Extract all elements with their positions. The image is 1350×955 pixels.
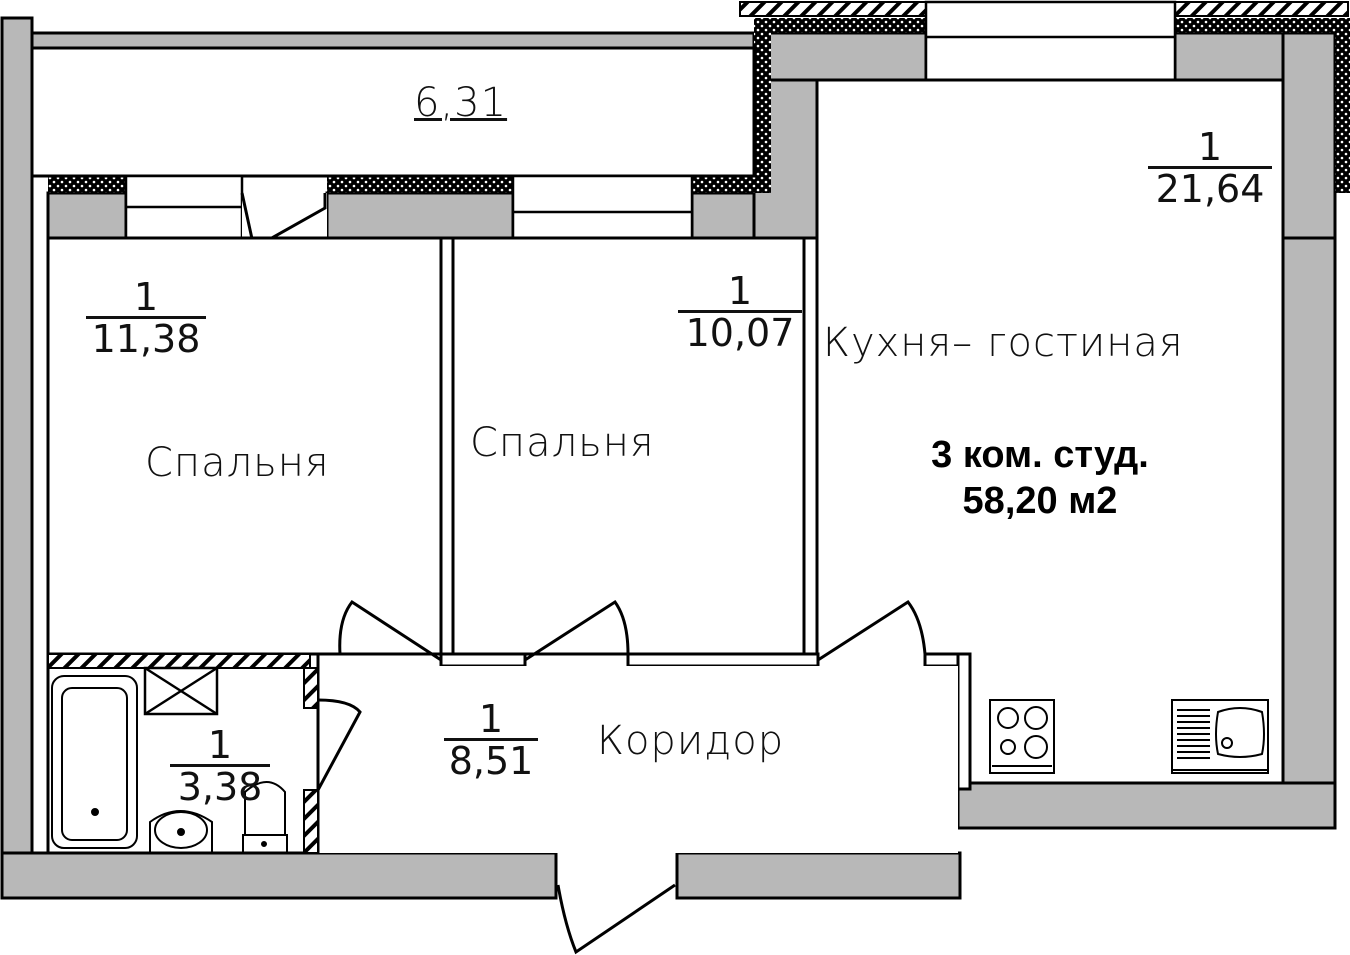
- kitchen-area: 21,64: [1148, 166, 1272, 209]
- corridor-area-label: 1 8,51: [444, 700, 538, 781]
- bathroom-area: 3,38: [170, 764, 270, 807]
- sink-icon: [1171, 699, 1269, 774]
- bedroom1-name: Спальня: [145, 440, 330, 486]
- apartment-total-area: 58,20 м2: [962, 480, 1118, 522]
- corridor-count: 1: [478, 697, 504, 741]
- bathroom-count: 1: [207, 723, 233, 767]
- bedroom2-area-label: 1 10,07: [678, 272, 802, 353]
- kitchen-area-label: 1 21,64: [1148, 128, 1272, 209]
- kitchen-name: Кухня– гостиная: [823, 320, 1184, 366]
- balcony-area: 6,31: [414, 80, 508, 126]
- windows: [124, 0, 1177, 240]
- insulation-layer: [48, 18, 1350, 193]
- bedroom2-count: 1: [727, 269, 753, 313]
- kitchen-count: 1: [1197, 125, 1223, 169]
- partition-walls: [439, 236, 972, 791]
- stove-icon: [989, 699, 1055, 774]
- apartment-type: 3 ком. студ.: [931, 434, 1149, 476]
- bedroom2-name: Спальня: [470, 420, 655, 466]
- washbasin-icon: [149, 810, 213, 852]
- bathtub-icon: [51, 675, 138, 849]
- corridor-area: 8,51: [444, 738, 538, 781]
- toilet-icon: [242, 781, 288, 854]
- corridor-floor: [318, 666, 958, 853]
- balcony-door: [240, 192, 327, 251]
- corridor-name: Коридор: [597, 718, 785, 764]
- bedroom1-count: 1: [133, 275, 159, 319]
- bedroom1-area: 11,38: [86, 316, 206, 359]
- bathroom-area-label: 1 3,38: [170, 726, 270, 807]
- interior-doors: [338, 599, 927, 662]
- apartment-summary: 3 ком. студ. 58,20 м2: [890, 432, 1190, 524]
- balcony-floor: [30, 46, 756, 178]
- facade-hatch: [739, 1, 1349, 17]
- room-floors: [46, 78, 1285, 785]
- entrance-door: [554, 853, 679, 955]
- bedroom1-area-label: 1 11,38: [86, 278, 206, 359]
- bedroom2-area: 10,07: [678, 310, 802, 353]
- ventilation-shaft-icon: [143, 666, 219, 716]
